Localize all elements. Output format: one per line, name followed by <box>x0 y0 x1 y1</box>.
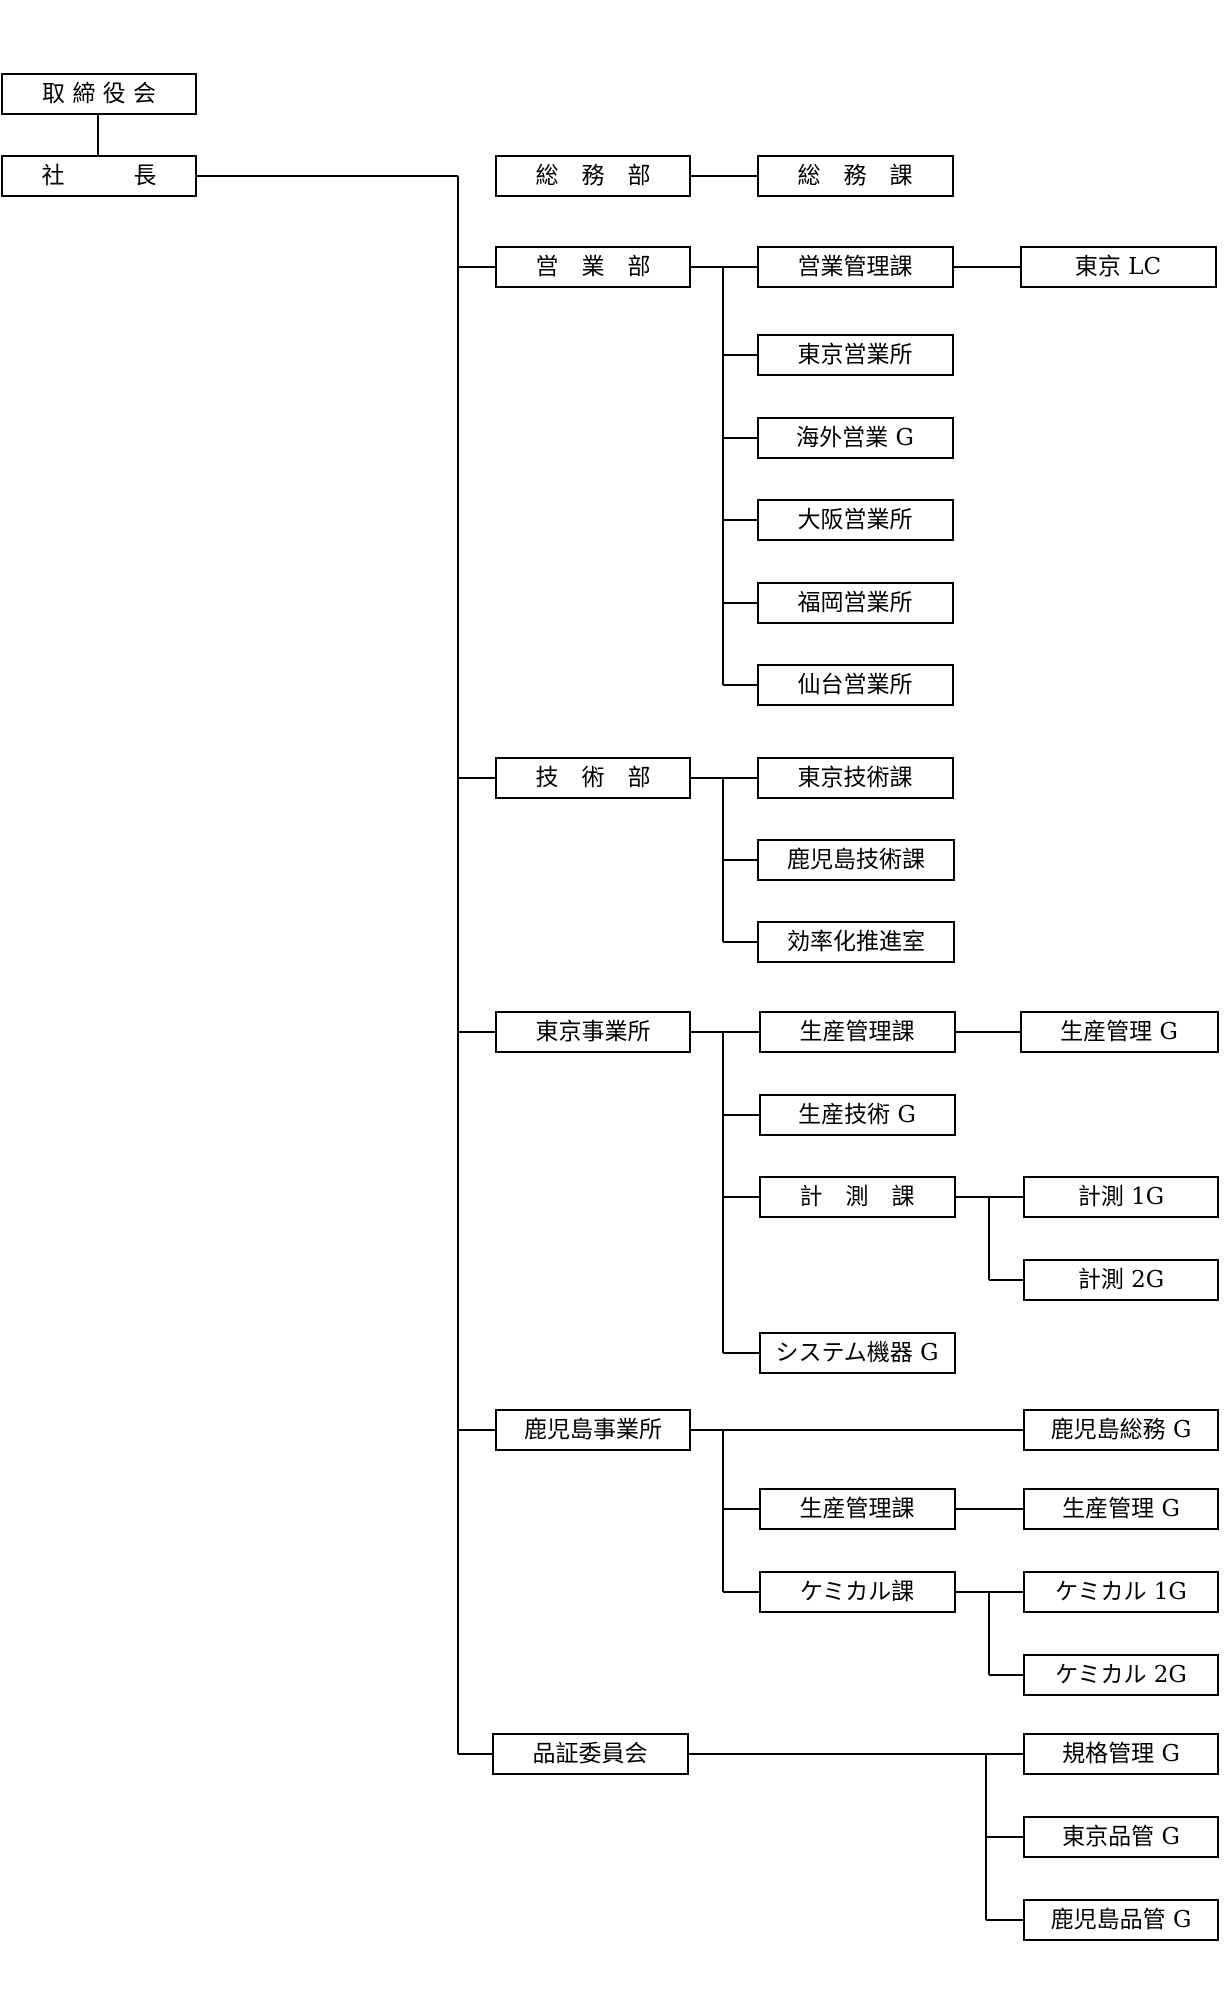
tokyo-tech-section-label: 東京技術課 <box>798 765 913 791</box>
chemical-section-label: ケミカル課 <box>800 1579 914 1605</box>
chemical-2g-box: ケミカル 2G <box>1023 1654 1219 1696</box>
board-box: 取 締 役 会 <box>1 73 197 115</box>
system-equipment-g-box: システム機器 G <box>759 1332 956 1374</box>
standards-management-g-label: 規格管理 G <box>1062 1741 1180 1767</box>
chemical-2g-label: ケミカル 2G <box>1055 1662 1187 1688</box>
tokyo-sales-office-box: 東京営業所 <box>757 334 954 376</box>
tokyo-qc-g-label: 東京品管 G <box>1062 1824 1180 1850</box>
efficiency-office-label: 効率化推進室 <box>787 929 925 955</box>
tokyo-production-control-label: 生産管理課 <box>800 1019 915 1045</box>
general-affairs-dept-box: 総 務 部 <box>495 155 691 197</box>
production-tech-g-box: 生産技術 G <box>759 1094 956 1136</box>
measurement-2g-box: 計測 2G <box>1023 1259 1219 1301</box>
quality-committee-label: 品証委員会 <box>533 1741 648 1767</box>
tokyo-qc-g-box: 東京品管 G <box>1023 1816 1219 1858</box>
kagoshima-tech-section-box: 鹿児島技術課 <box>757 839 955 881</box>
efficiency-office-box: 効率化推進室 <box>757 921 955 963</box>
tokyo-tech-section-box: 東京技術課 <box>757 757 954 799</box>
president-label: 社 長 <box>42 163 157 189</box>
kagoshima-qc-g-label: 鹿児島品管 G <box>1051 1907 1192 1933</box>
kagoshima-tech-section-label: 鹿児島技術課 <box>787 847 925 873</box>
general-affairs-section-box: 総 務 課 <box>757 155 954 197</box>
chemical-1g-label: ケミカル 1G <box>1055 1579 1187 1605</box>
technology-dept-box: 技 術 部 <box>495 757 691 799</box>
connector-lines <box>97 114 1024 1921</box>
tokyo-works-box: 東京事業所 <box>495 1011 691 1053</box>
measurement-1g-box: 計測 1G <box>1023 1176 1219 1218</box>
tokyo-lc-box: 東京 LC <box>1020 246 1217 288</box>
measurement-section-label: 計 測 課 <box>800 1184 915 1210</box>
general-affairs-dept-label: 総 務 部 <box>536 163 651 189</box>
measurement-1g-label: 計測 1G <box>1078 1184 1164 1210</box>
technology-dept-label: 技 術 部 <box>536 765 651 791</box>
sales-management-label: 営業管理課 <box>798 254 913 280</box>
tokyo-production-control-g-label: 生産管理 G <box>1060 1019 1178 1045</box>
president-box: 社 長 <box>1 155 197 197</box>
tokyo-production-control-box: 生産管理課 <box>759 1011 956 1053</box>
overseas-sales-box: 海外営業 G <box>757 417 954 459</box>
kagoshima-general-affairs-g-box: 鹿児島総務 G <box>1023 1409 1219 1451</box>
sales-dept-label: 営 業 部 <box>536 254 651 280</box>
kagoshima-production-control-g-label: 生産管理 G <box>1062 1496 1180 1522</box>
fukuoka-sales-office-box: 福岡営業所 <box>757 582 954 624</box>
sales-management-box: 営業管理課 <box>757 246 954 288</box>
tokyo-sales-office-label: 東京営業所 <box>798 342 913 368</box>
sendai-sales-office-box: 仙台営業所 <box>757 664 954 706</box>
kagoshima-qc-g-box: 鹿児島品管 G <box>1023 1899 1219 1941</box>
kagoshima-works-box: 鹿児島事業所 <box>495 1409 691 1451</box>
board-label: 取 締 役 会 <box>42 81 156 107</box>
kagoshima-production-control-g-box: 生産管理 G <box>1023 1488 1219 1530</box>
quality-committee-box: 品証委員会 <box>492 1733 689 1775</box>
overseas-sales-label: 海外営業 G <box>796 425 914 451</box>
production-tech-g-label: 生産技術 G <box>798 1102 916 1128</box>
measurement-section-box: 計 測 課 <box>759 1176 956 1218</box>
general-affairs-section-label: 総 務 課 <box>798 163 913 189</box>
osaka-sales-office-box: 大阪営業所 <box>757 499 954 541</box>
kagoshima-production-control-box: 生産管理課 <box>759 1488 956 1530</box>
tokyo-lc-label: 東京 LC <box>1075 254 1161 280</box>
standards-management-g-box: 規格管理 G <box>1023 1733 1219 1775</box>
kagoshima-general-affairs-g-label: 鹿児島総務 G <box>1051 1417 1192 1443</box>
sales-dept-box: 営 業 部 <box>495 246 691 288</box>
kagoshima-works-label: 鹿児島事業所 <box>524 1417 662 1443</box>
sendai-sales-office-label: 仙台営業所 <box>798 672 913 698</box>
system-equipment-g-label: システム機器 G <box>776 1340 939 1366</box>
chemical-section-box: ケミカル課 <box>759 1571 956 1613</box>
measurement-2g-label: 計測 2G <box>1078 1267 1164 1293</box>
tokyo-production-control-g-box: 生産管理 G <box>1020 1011 1219 1053</box>
osaka-sales-office-label: 大阪営業所 <box>798 507 913 533</box>
chemical-1g-box: ケミカル 1G <box>1023 1571 1219 1613</box>
kagoshima-production-control-label: 生産管理課 <box>800 1496 915 1522</box>
fukuoka-sales-office-label: 福岡営業所 <box>798 590 913 616</box>
tokyo-works-label: 東京事業所 <box>536 1019 651 1045</box>
